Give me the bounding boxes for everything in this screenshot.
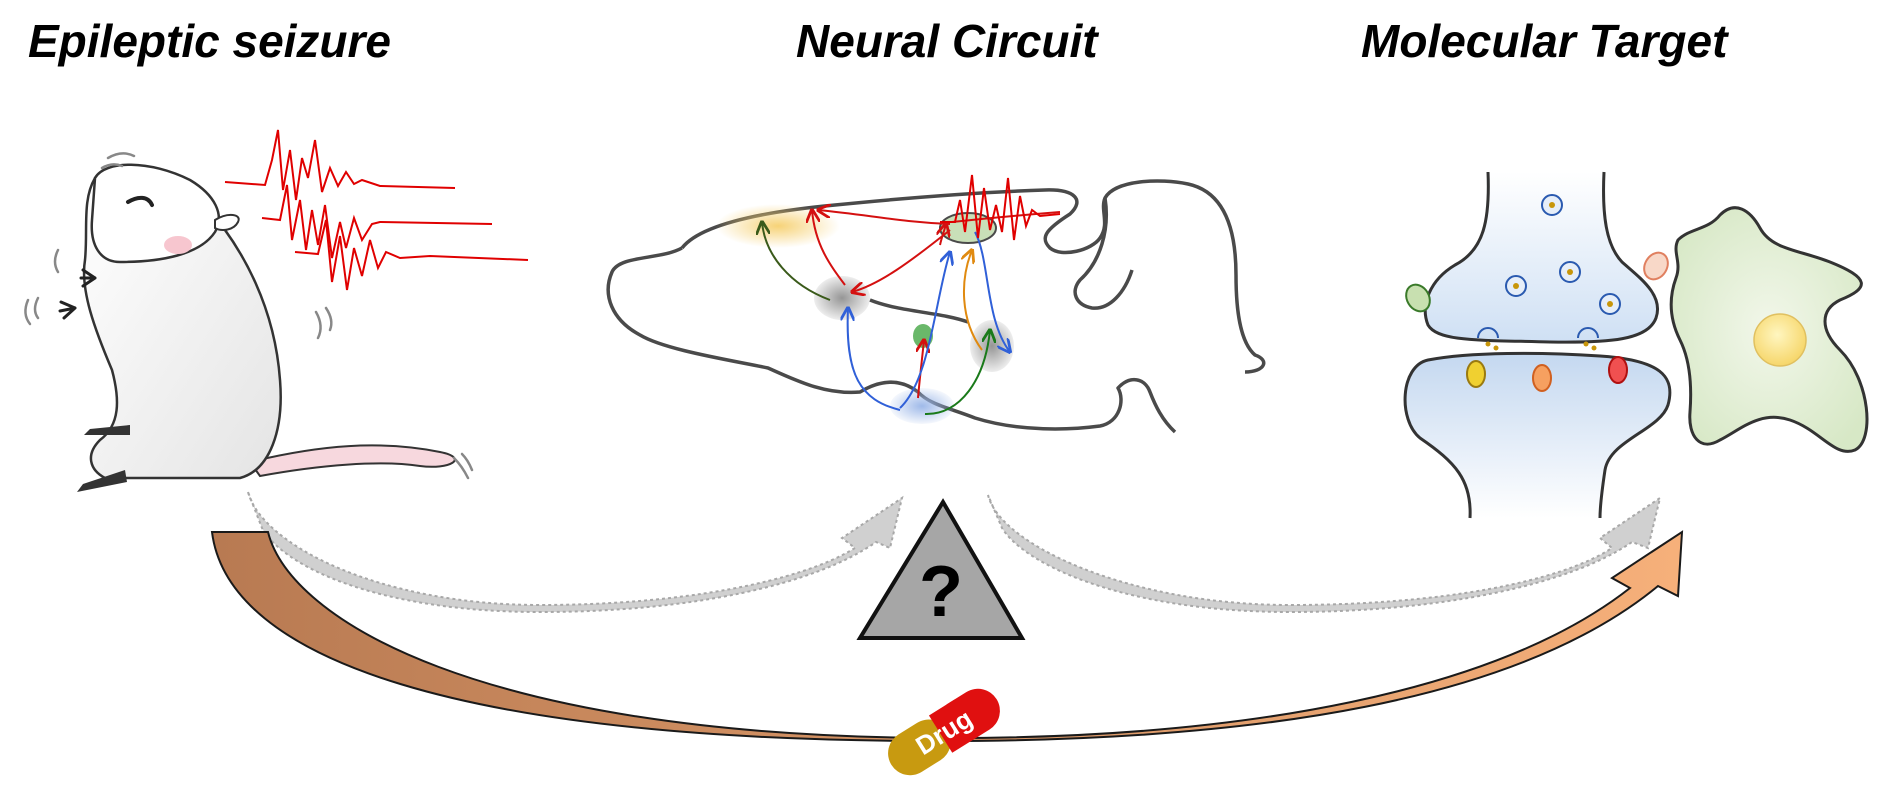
question-mark: ? [919, 552, 963, 632]
circuit-arrow-red [818, 210, 951, 225]
circuit-arrow-red [812, 210, 846, 286]
brain-sagittal-outline [606, 179, 1266, 434]
mouse-tail [248, 444, 456, 478]
docked-vesicle [1577, 327, 1599, 339]
circuit-arrow-green [924, 330, 990, 416]
ion-channels [1405, 251, 1669, 392]
mouse-cheek [164, 236, 192, 254]
heading-epileptic-seizure: Epileptic seizure [28, 15, 392, 67]
seizing-mouse-illustration [24, 152, 474, 492]
shaking-motion-lines [24, 152, 474, 480]
brain-eeg-trace [940, 174, 1061, 241]
yellow-receptor [1466, 360, 1486, 388]
circuit-arrow-blue [899, 252, 950, 409]
pink-membrane-channel [1643, 251, 1669, 281]
glial-nucleus [1753, 313, 1807, 367]
circuit-arrow-dark-green [762, 222, 831, 301]
hypothalamus-region [890, 388, 954, 424]
circuit-arrow-orange [964, 250, 983, 351]
mouse-front-paw [58, 300, 77, 320]
circuit-connection-arrows [762, 210, 1061, 416]
dashed-arrow-left [247, 491, 904, 614]
mouse-hind-foot [77, 470, 127, 492]
question-warning-triangle: ? [856, 498, 1026, 640]
drug-pill: Drug [888, 688, 1000, 776]
mouse-ear [214, 214, 240, 231]
circuit-arrow-red [852, 229, 951, 292]
mouse-front-paw [79, 268, 97, 288]
heading-molecular-target: Molecular Target [1361, 15, 1728, 67]
dashed-arrow-right [987, 494, 1662, 614]
circuit-arrow-red [918, 340, 924, 399]
synaptic-vesicles [1477, 194, 1621, 351]
seizure-eeg-traces [224, 129, 529, 291]
red-receptor [1608, 356, 1628, 384]
mouse-eye [126, 195, 154, 207]
presynaptic-terminal [1423, 171, 1660, 344]
circuit-arrow-blue [974, 231, 1010, 352]
treatment-arrow [210, 530, 1684, 743]
pill-gold-half [888, 719, 951, 776]
triangle-shape [856, 498, 1026, 640]
synapse-illustration [1403, 171, 1869, 519]
postsynaptic-spine [1403, 351, 1672, 519]
midbrain-region [970, 320, 1014, 372]
orange-receptor [1532, 364, 1552, 392]
circuit-arrow-red [940, 224, 946, 246]
green-membrane-channel [1405, 283, 1431, 313]
mouse-head [90, 163, 221, 264]
heading-neural-circuit: Neural Circuit [796, 15, 1098, 67]
dashed-question-arrows [247, 491, 1662, 614]
mouse-hind-foot [84, 425, 130, 435]
circuit-arrow-blue [848, 308, 901, 411]
docked-vesicle [1477, 327, 1499, 339]
